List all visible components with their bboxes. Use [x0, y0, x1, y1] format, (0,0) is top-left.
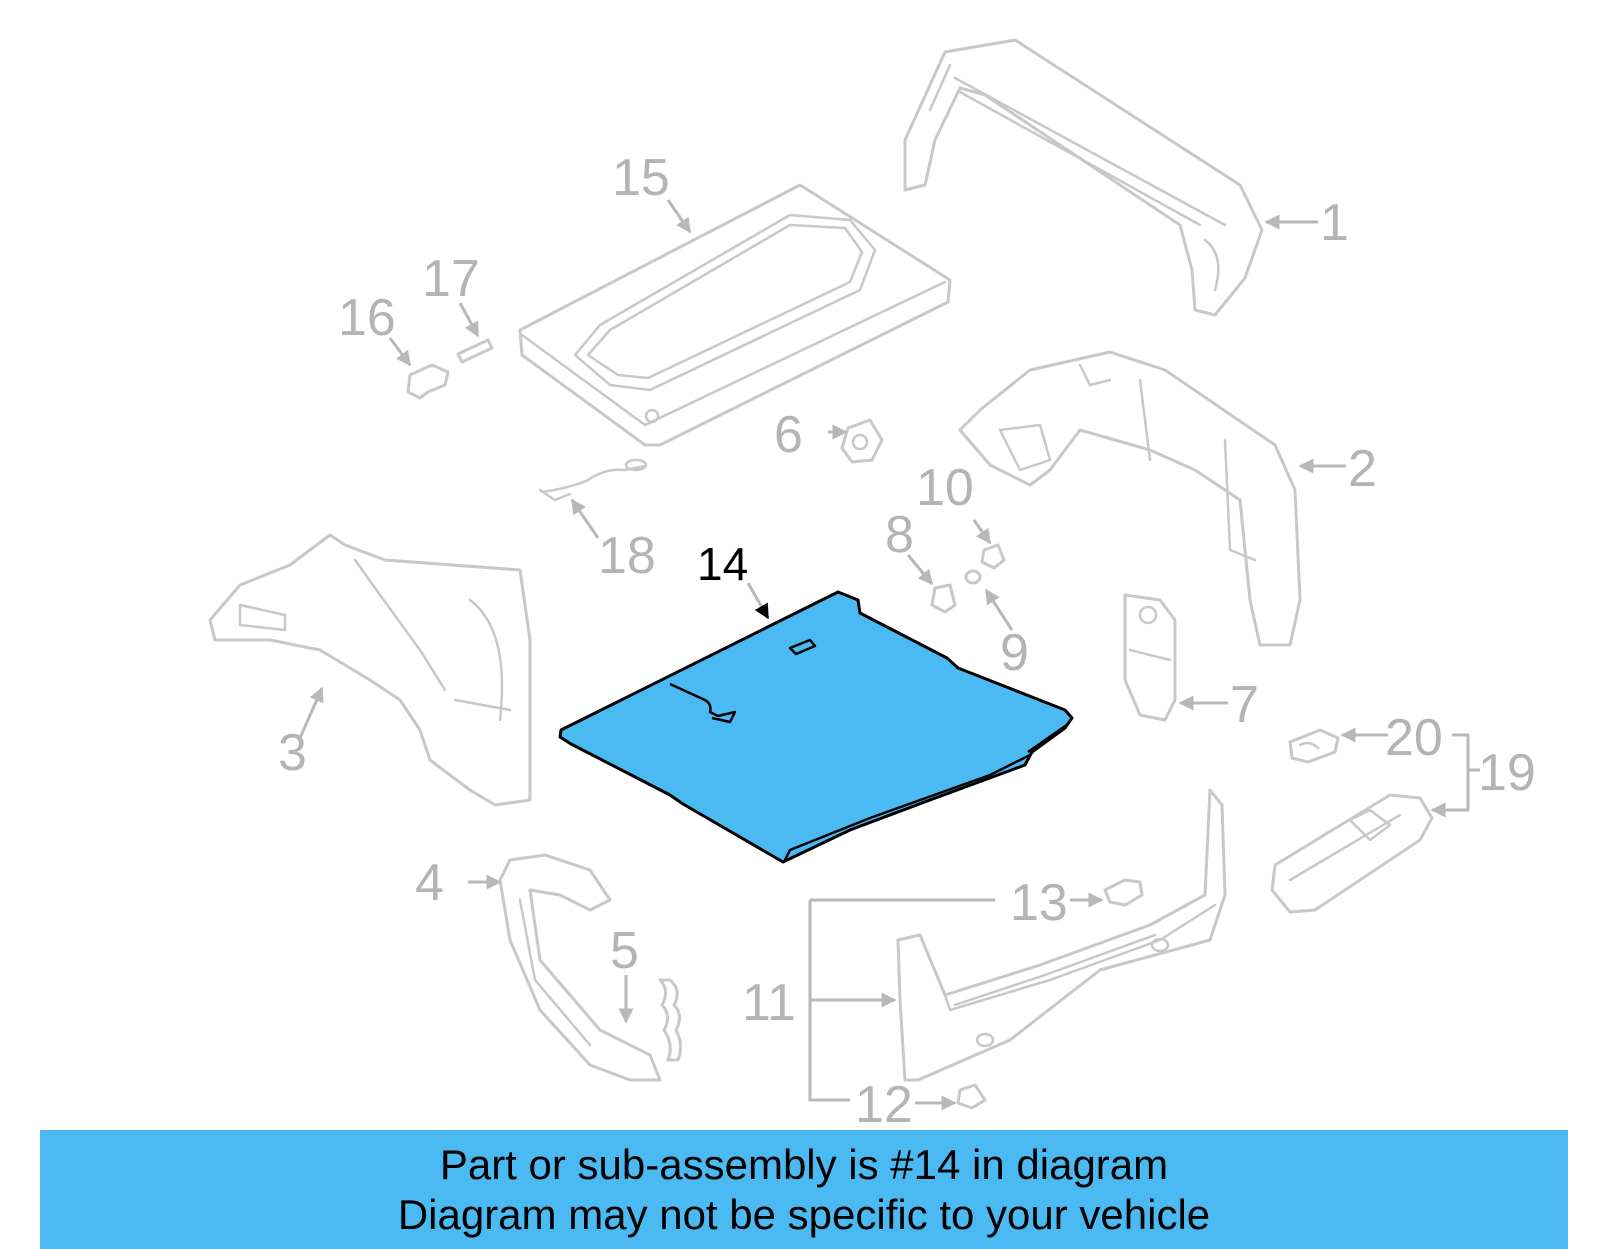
leader-10 — [972, 519, 992, 545]
callout-3: 3 — [278, 724, 307, 782]
callout-12: 12 — [855, 1076, 913, 1134]
part-11-sill-trim — [896, 788, 1227, 1082]
callout-19: 19 — [1478, 744, 1536, 802]
callout-8: 8 — [885, 506, 914, 564]
caption-banner: Part or sub-assembly is #14 in diagram D… — [40, 1130, 1568, 1249]
bracket-11 — [808, 900, 850, 1102]
part-18-cable — [538, 458, 648, 502]
callout-7: 7 — [1230, 676, 1259, 734]
part-14-cargo-floor-cover — [558, 590, 1074, 864]
part-7-bracket — [1123, 593, 1177, 722]
part-3-left-quarter-trim — [208, 533, 532, 807]
part-1-rear-trim-panel — [903, 38, 1264, 317]
callout-10: 10 — [916, 459, 974, 517]
callout-6: 6 — [774, 406, 803, 464]
part-17-pin — [456, 338, 494, 364]
callout-14: 14 — [697, 538, 748, 590]
part-8-bolt — [930, 583, 957, 614]
callout-11: 11 — [742, 974, 796, 1032]
part-19-lamp-assembly — [1270, 793, 1434, 914]
part-4-trim-strip — [498, 853, 662, 1082]
callout-2: 2 — [1348, 440, 1377, 498]
part-15-package-tray — [518, 183, 952, 447]
part-9-washer — [964, 569, 982, 585]
part-5-seal — [658, 978, 683, 1062]
part-13-clip — [1103, 878, 1144, 907]
leader-18 — [570, 498, 600, 539]
callout-13: 13 — [1010, 874, 1068, 932]
caption-part-reference: Part or sub-assembly is #14 in diagram — [439, 1140, 1169, 1188]
callout-5: 5 — [610, 922, 639, 980]
callout-1: 1 — [1320, 194, 1349, 252]
part-12-clip — [956, 1083, 987, 1110]
part-20-bulb — [1288, 728, 1340, 764]
callout-15: 15 — [612, 149, 670, 207]
caption-disclaimer: Diagram may not be specific to your vehi… — [397, 1190, 1211, 1238]
callout-16: 16 — [338, 289, 396, 347]
part-6-clip — [840, 418, 884, 464]
callout-18: 18 — [598, 527, 656, 585]
callout-4: 4 — [415, 854, 444, 912]
part-16-clip — [406, 363, 450, 400]
callout-17: 17 — [422, 250, 480, 308]
leader-9 — [984, 588, 1014, 631]
leader-3 — [298, 686, 324, 739]
leader-14 — [746, 582, 770, 620]
part-2-right-quarter-trim — [958, 350, 1302, 647]
part-10-nut — [980, 543, 1006, 570]
callout-9: 9 — [1000, 624, 1029, 682]
leader-8 — [906, 554, 934, 586]
bracket-19 — [1452, 733, 1470, 812]
callout-20: 20 — [1385, 709, 1443, 767]
leader-17 — [458, 302, 480, 338]
leader-16 — [388, 337, 412, 367]
leader-15 — [666, 199, 692, 234]
